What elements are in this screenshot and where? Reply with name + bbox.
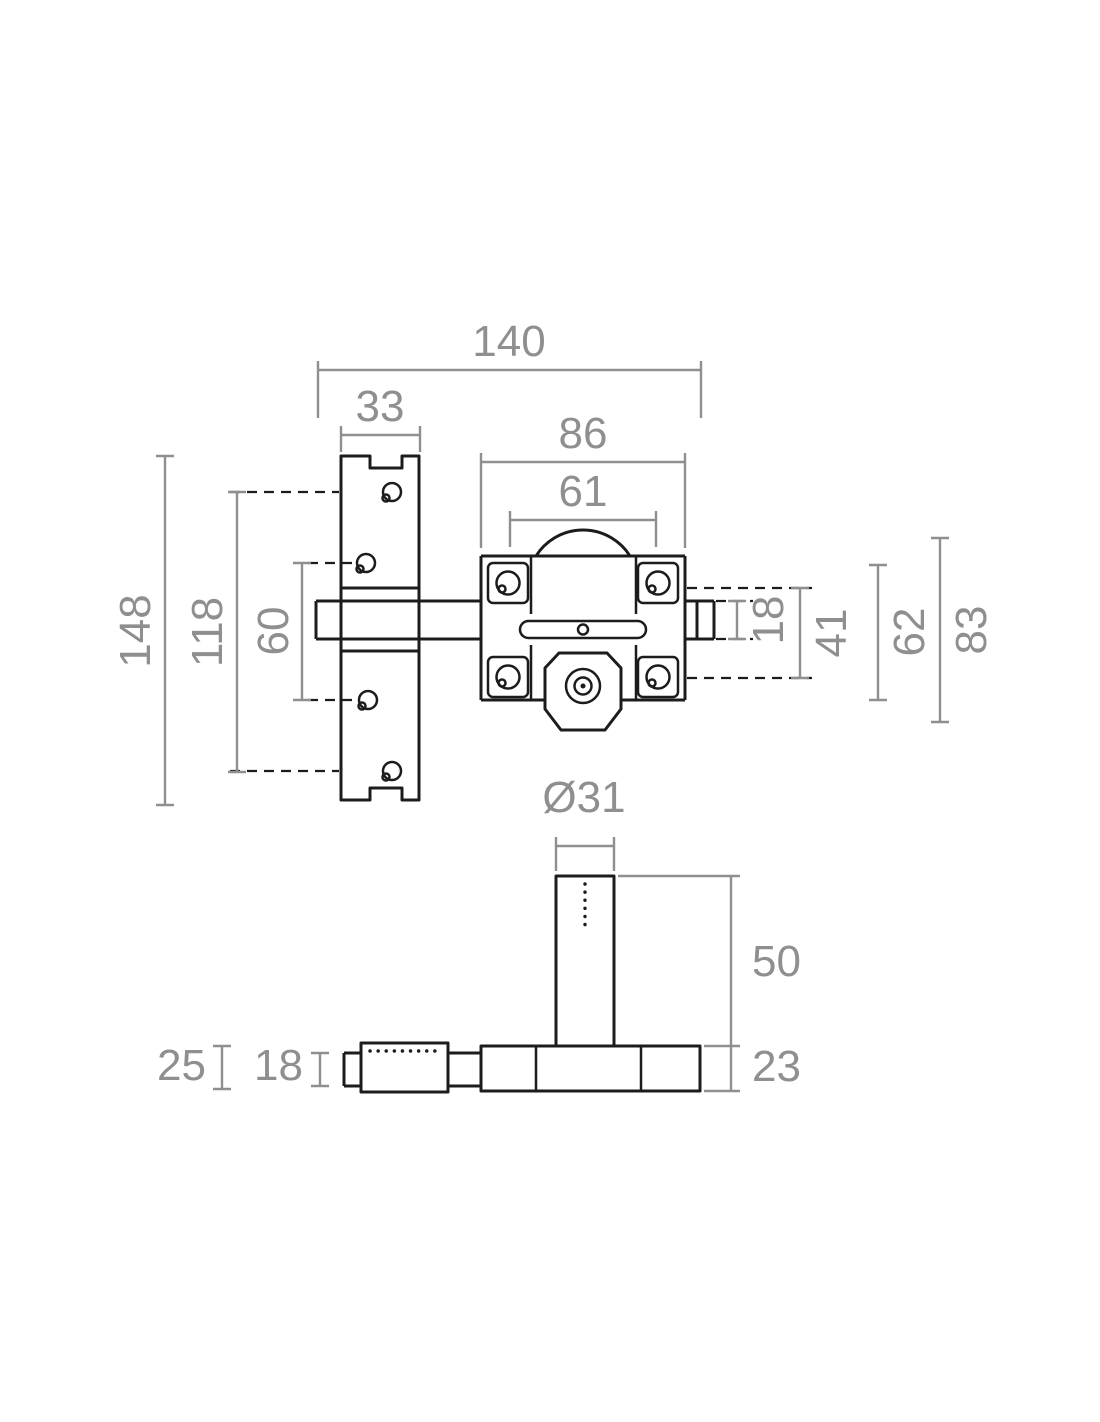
dim-bolt-thickness: 18 bbox=[254, 1041, 329, 1090]
dim-62-label: 62 bbox=[885, 608, 934, 657]
dim-50-label: 50 bbox=[752, 937, 801, 986]
dim-60-lines bbox=[293, 561, 311, 702]
dim-guide-height: 25 bbox=[157, 1041, 231, 1091]
cylinder-outline bbox=[554, 874, 616, 1046]
dim-118-lines bbox=[228, 490, 246, 774]
dim-inner-height: 41 bbox=[791, 586, 856, 680]
dim-d31-label: Ø31 bbox=[542, 773, 625, 822]
dim-plate-width: 33 bbox=[339, 382, 422, 452]
bolt-bar bbox=[314, 599, 716, 641]
base-plate bbox=[479, 1044, 702, 1093]
dim-86-label: 86 bbox=[559, 409, 608, 458]
dim-140-lines bbox=[316, 361, 703, 418]
strike-plate-outline bbox=[339, 454, 421, 802]
screw-hole bbox=[357, 689, 379, 711]
bolt-bar-side bbox=[342, 1051, 481, 1088]
screw-hole bbox=[381, 481, 403, 503]
mount-pad bbox=[486, 655, 530, 699]
dim-33-label: 33 bbox=[356, 382, 405, 431]
dim-bolt-height: 18 bbox=[728, 596, 793, 645]
dim-23-label: 23 bbox=[752, 1042, 801, 1091]
dim-base-height: 23 bbox=[704, 1042, 801, 1093]
cylinder-shroud bbox=[543, 651, 623, 732]
bottom-view: Ø31 50 23 25 18 bbox=[157, 773, 801, 1094]
dim-61-label: 61 bbox=[559, 467, 608, 516]
dim-overall-height: 83 bbox=[931, 536, 996, 724]
dim-18b-lines bbox=[311, 1051, 329, 1088]
base-plate-divisions bbox=[534, 1046, 643, 1091]
dim-body-height: 62 bbox=[869, 563, 934, 702]
dim-25-lines bbox=[213, 1044, 231, 1091]
dim-148-lines bbox=[156, 454, 174, 807]
screw-hole bbox=[355, 552, 377, 574]
shroud-ring-inner bbox=[573, 676, 593, 696]
dim-23-lines bbox=[704, 1044, 740, 1093]
dim-118-label: 118 bbox=[183, 597, 232, 667]
lock-body-outline bbox=[479, 554, 687, 702]
screw-hole bbox=[381, 760, 403, 782]
guide-box bbox=[359, 1041, 450, 1094]
shroud-center-dot bbox=[580, 683, 586, 689]
dim-41-label: 41 bbox=[807, 609, 856, 658]
dim-plate-hole-span: 118 bbox=[183, 490, 246, 774]
body-inner-lines bbox=[529, 556, 638, 700]
dim-33-lines bbox=[339, 426, 422, 452]
dome-arc bbox=[534, 528, 632, 557]
shroud-ring-outer bbox=[564, 667, 602, 705]
dim-140-label: 140 bbox=[472, 317, 545, 366]
strike-plate-guide-lines bbox=[341, 586, 419, 653]
dim-83-lines bbox=[931, 536, 949, 724]
dim-25-label: 25 bbox=[157, 1041, 206, 1090]
mount-pad bbox=[636, 561, 680, 605]
dim-18-lines bbox=[728, 599, 746, 641]
dim-total-width: 140 bbox=[316, 317, 703, 418]
dim-cylinder-diameter: Ø31 bbox=[542, 773, 626, 871]
dim-62-lines bbox=[869, 563, 887, 702]
dim-d31-lines bbox=[554, 837, 616, 871]
dim-18b-label: 18 bbox=[254, 1041, 303, 1090]
dim-hole-spacing: 61 bbox=[508, 467, 658, 547]
dim-cylinder-height: 50 bbox=[618, 874, 801, 1048]
slot-pin bbox=[576, 623, 590, 636]
dim-18-label: 18 bbox=[744, 596, 793, 645]
dim-148-label: 148 bbox=[111, 594, 160, 667]
dim-61-lines bbox=[508, 511, 658, 547]
mount-pad bbox=[486, 561, 530, 605]
dim-86-lines bbox=[479, 453, 687, 548]
dim-60-label: 60 bbox=[249, 607, 298, 656]
front-view: 140 33 86 61 148 118 60 18 bbox=[111, 317, 996, 807]
dim-inner-hole-span: 60 bbox=[249, 561, 311, 702]
dim-total-height: 148 bbox=[111, 454, 174, 807]
mount-pad bbox=[636, 655, 680, 699]
bolt-slot bbox=[518, 619, 648, 640]
dim-83-label: 83 bbox=[947, 606, 996, 655]
dim-50-lines bbox=[618, 874, 740, 1048]
dim-41-lines bbox=[791, 586, 809, 680]
dim-body-width: 86 bbox=[479, 409, 687, 548]
